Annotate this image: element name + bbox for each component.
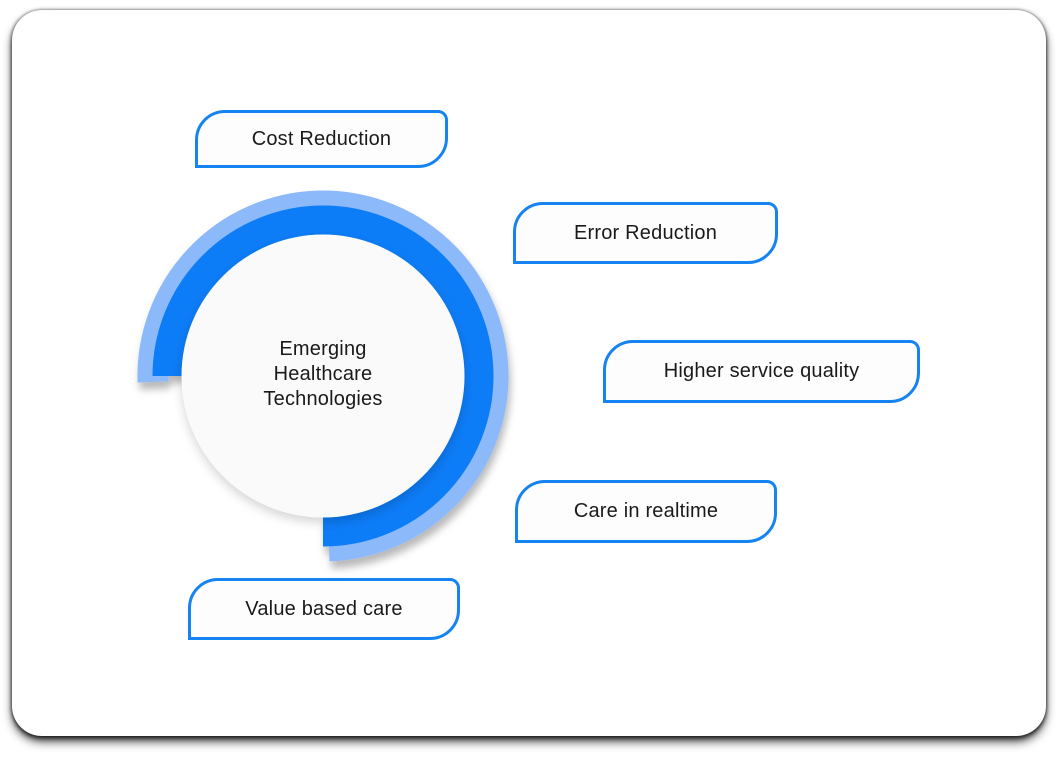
label-text: Value based care bbox=[245, 597, 403, 620]
label-box-value-based-care: Value based care bbox=[188, 578, 460, 640]
center-title-line: Emerging bbox=[279, 338, 367, 360]
label-box-care-in-realtime: Care in realtime bbox=[515, 480, 777, 543]
center-title-line: Healthcare bbox=[273, 363, 373, 385]
label-text: Cost Reduction bbox=[251, 127, 392, 150]
label-box-cost-reduction: Cost Reduction bbox=[195, 110, 448, 168]
label-box-higher-service-quality: Higher service quality bbox=[603, 340, 920, 403]
label-box-error-reduction: Error Reduction bbox=[513, 202, 778, 264]
label-text: Higher service quality bbox=[663, 360, 860, 382]
center-title-line: Technologies bbox=[263, 388, 383, 410]
label-text: Error Reduction bbox=[573, 221, 718, 244]
inner-dark-arc bbox=[152, 205, 494, 547]
label-text: Care in realtime bbox=[573, 500, 719, 522]
center-title: Emerging Healthcare Technologies bbox=[183, 337, 463, 412]
center-circle bbox=[181, 234, 465, 518]
